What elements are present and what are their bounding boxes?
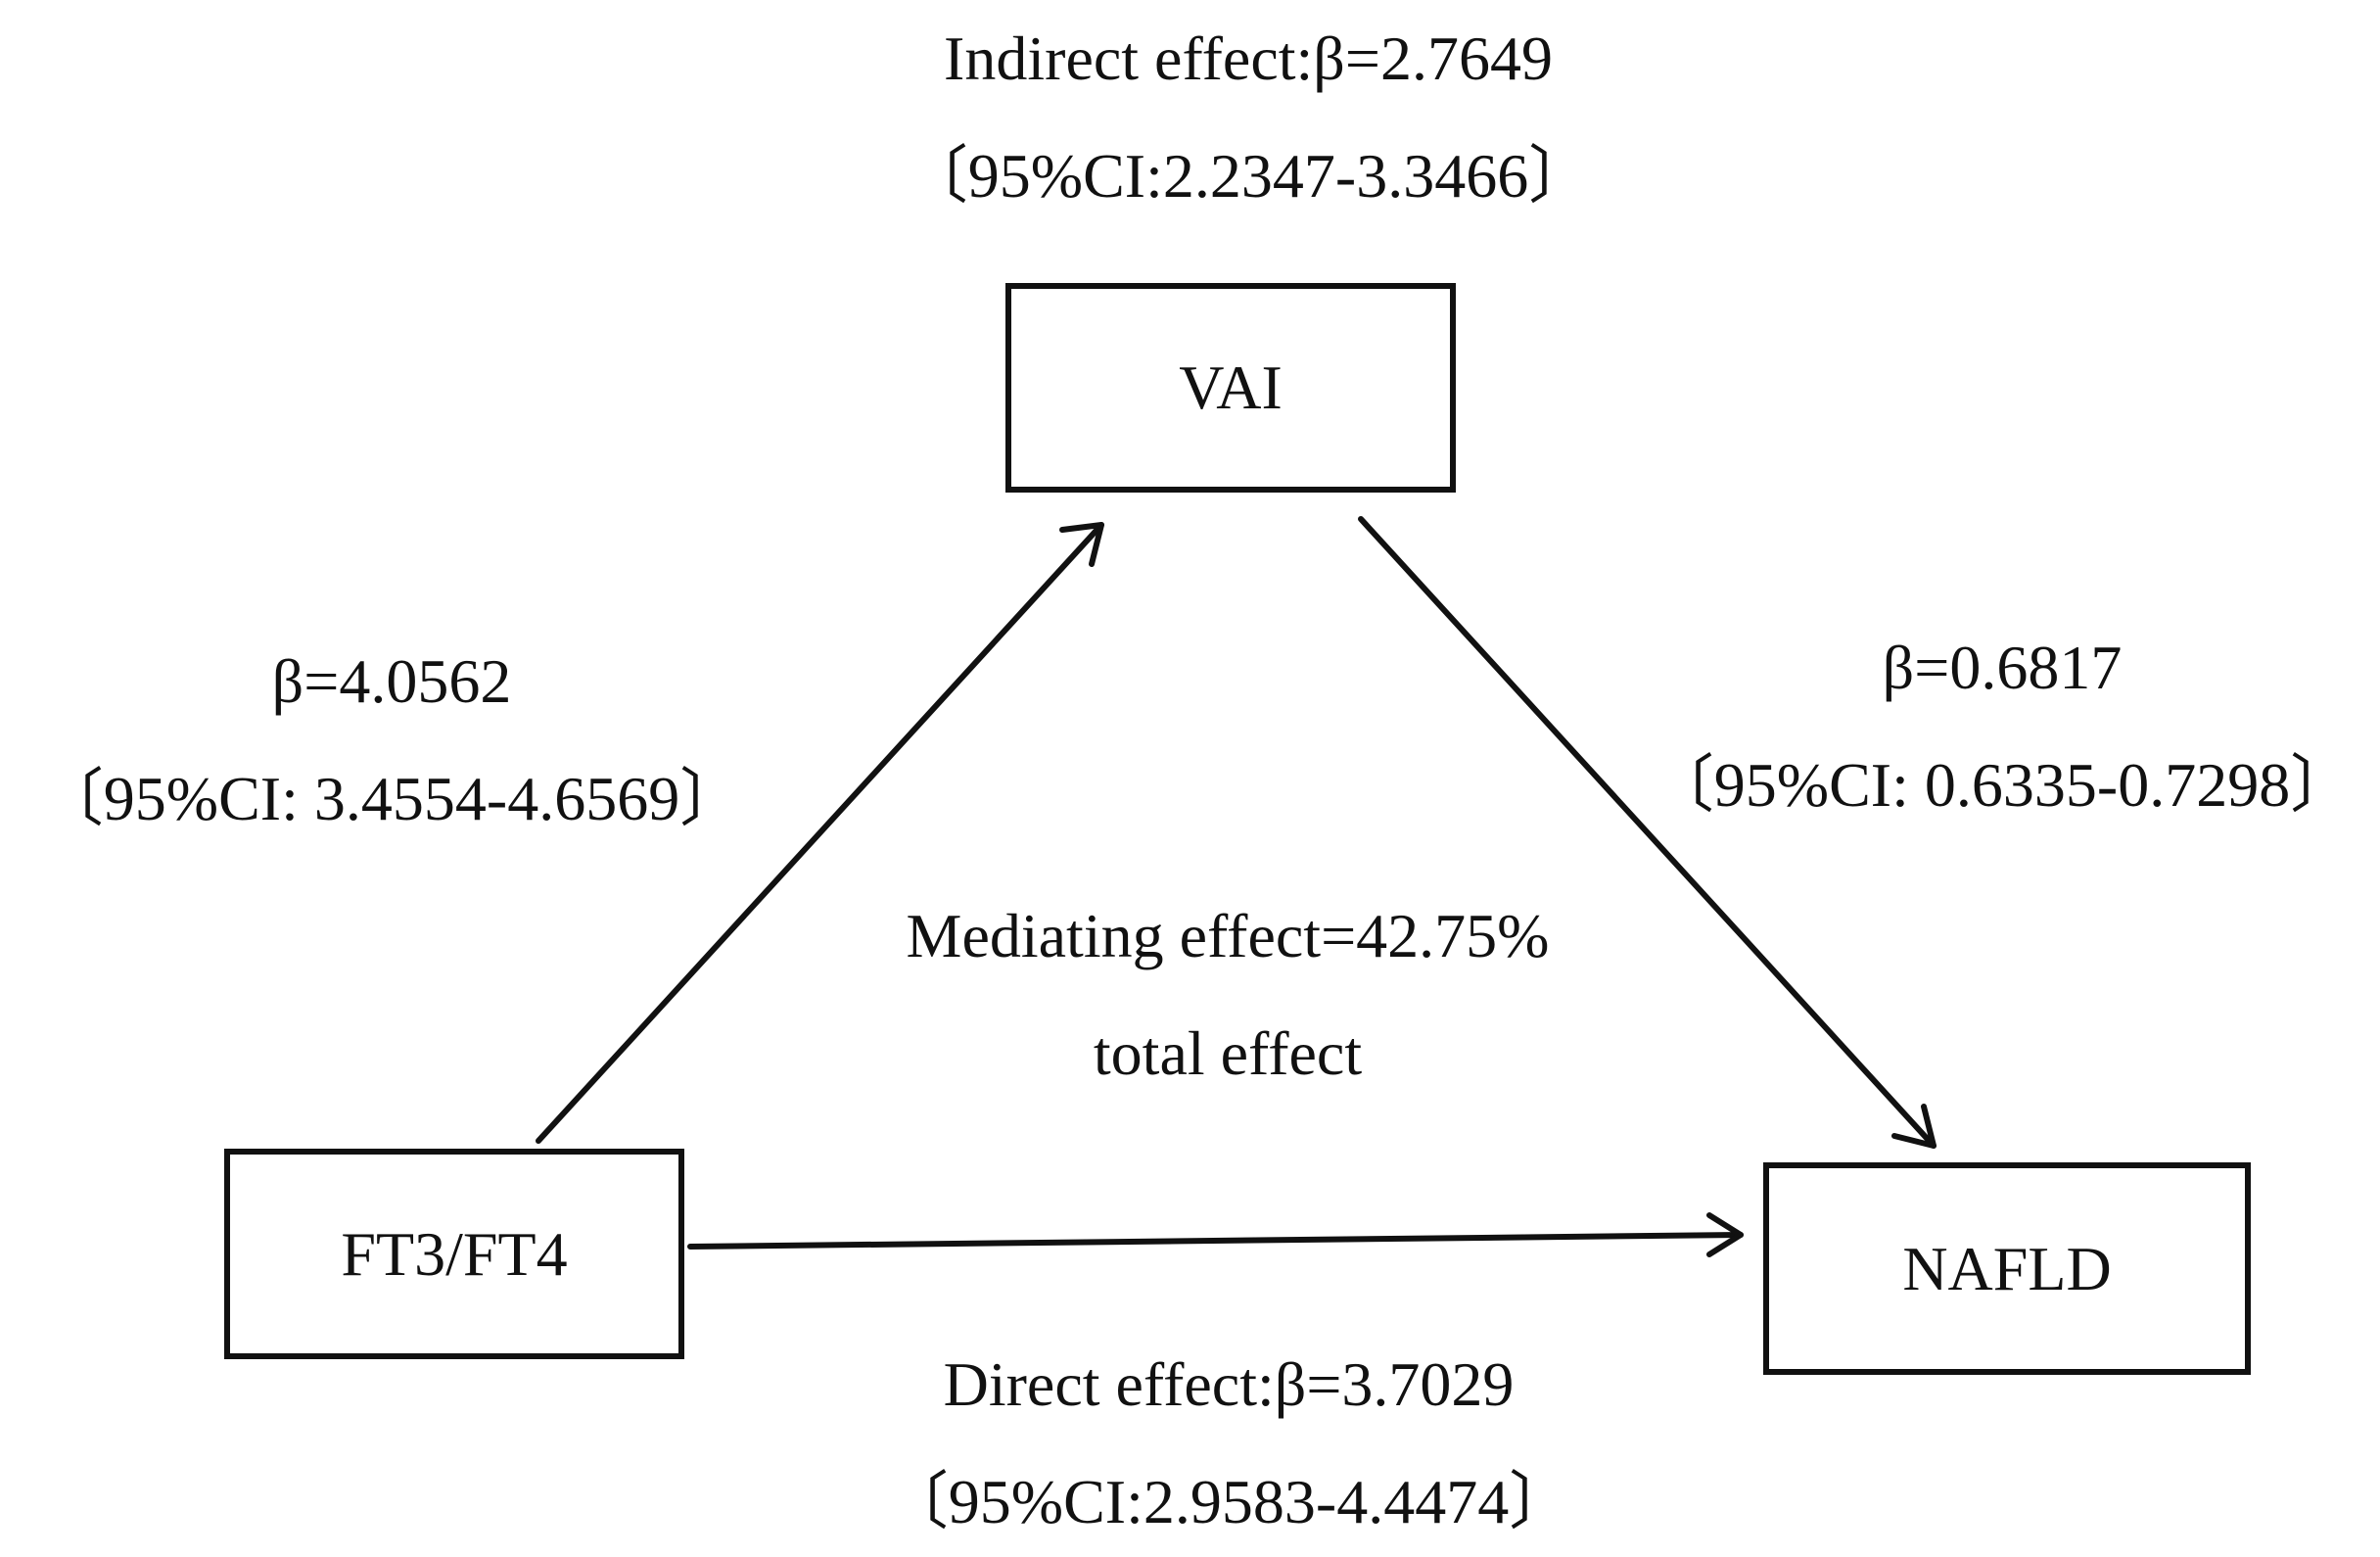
nafld-box: NAFLD [1763, 1162, 2251, 1375]
vai-label: VAI [1179, 353, 1283, 422]
path-a-beta: β=4.0562 [271, 646, 512, 716]
ft3ft4-box: FT3/FT4 [224, 1149, 684, 1359]
arrow-ft3ft4-to-nafld [687, 1232, 1744, 1250]
ft3ft4-label: FT3/FT4 [341, 1218, 568, 1289]
vai-box: VAI [1005, 283, 1456, 493]
path-b-ci: 〔95%CI: 0.6335-0.7298〕 [1651, 750, 2354, 820]
indirect-effect-beta: Indirect effect:β=2.7649 [944, 24, 1553, 93]
direct-effect-beta: Direct effect:β=3.7029 [943, 1349, 1515, 1419]
path-b-beta: β=0.6817 [1882, 633, 2123, 702]
path-a-ci: 〔95%CI: 3.4554-4.6569〕 [40, 764, 743, 833]
arrowhead-vai [1059, 522, 1104, 567]
arrowhead-nafld-direct [1706, 1212, 1744, 1257]
arrow-ft3ft4-to-vai [536, 522, 1104, 1144]
nafld-label: NAFLD [1902, 1233, 2112, 1303]
arrowhead-nafld-from-vai [1891, 1104, 1937, 1149]
arrow-vai-to-nafld [1358, 516, 1937, 1149]
direct-effect-ci: 〔95%CI:2.9583-4.4474〕 [885, 1467, 1572, 1536]
mediating-effect-line1: Mediating effect=42.75% [906, 901, 1550, 970]
mediating-effect-line2: total effect [1093, 1018, 1363, 1088]
indirect-effect-ci: 〔95%CI:2.2347-3.3466〕 [905, 141, 1592, 211]
